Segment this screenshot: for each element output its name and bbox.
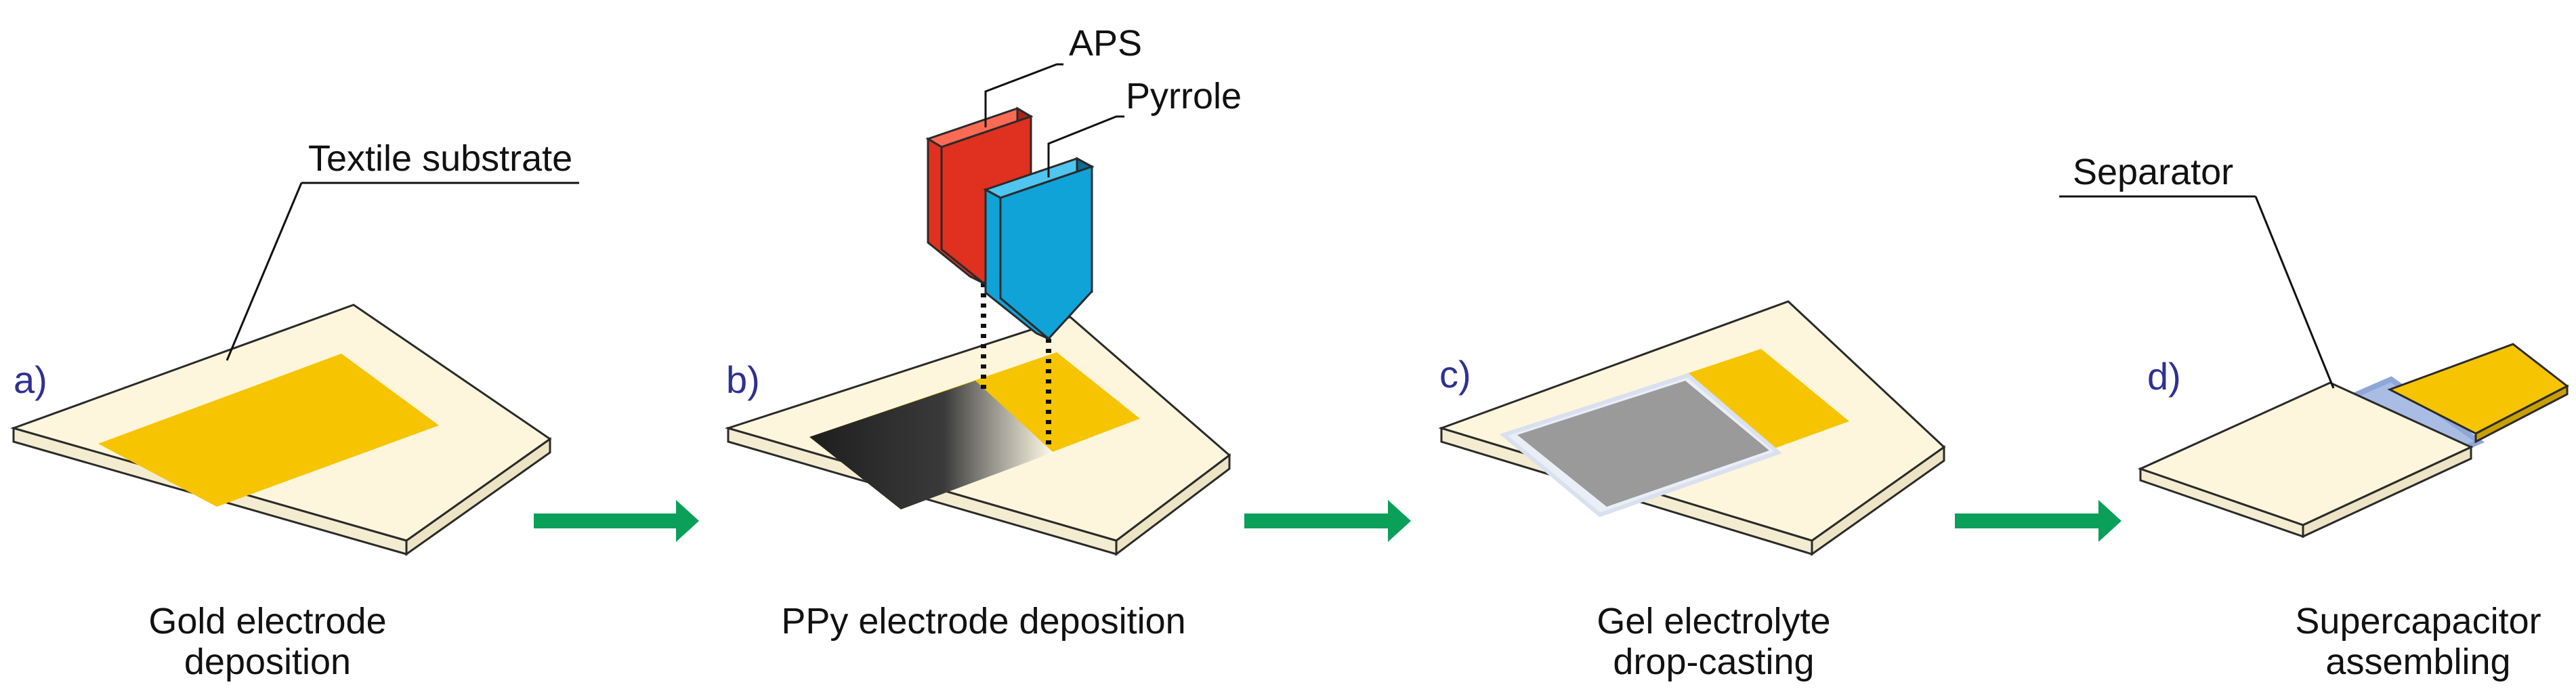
panel-d: Separator d) Supercapacitor assembling (2059, 152, 2569, 682)
arrow-right-icon (534, 500, 699, 542)
caption-d-line2: assembling (2325, 642, 2510, 682)
ppy-electrode-b (809, 381, 1053, 509)
label-aps: APS (1069, 23, 1142, 64)
step-tag-c: c) (1439, 353, 1471, 396)
caption-d-line1: Supercapacitor (2295, 601, 2541, 642)
arrow-right-icon (1955, 500, 2121, 542)
callout-line-pyrrole (1047, 115, 1124, 177)
label-pyrrole: Pyrrole (1126, 76, 1242, 117)
panel-a: Textile substrate a) Gold electrode depo… (10, 138, 579, 682)
step-tag-b: b) (726, 358, 760, 401)
callout-line-aps (984, 63, 1063, 127)
pyrrole-nozzle (983, 156, 1095, 341)
caption-a-line1: Gold electrode (148, 601, 386, 642)
caption-c-line1: Gel electrolyte (1597, 601, 1830, 642)
caption-c-line2: drop-casting (1613, 642, 1814, 682)
callout-line-textile (226, 182, 303, 361)
gold-electrode-a (98, 354, 439, 507)
label-separator: Separator (2073, 152, 2233, 192)
label-textile-substrate: Textile substrate (308, 138, 572, 179)
callout-line-separator (2254, 196, 2335, 389)
gold-electrode-d-side (2474, 384, 2569, 444)
caption-b-line1: PPy electrode deposition (781, 601, 1185, 642)
panel-b: APS Pyrrole b) PPy electrode deposition (724, 23, 1242, 642)
step-tag-d: d) (2147, 355, 2181, 398)
top-substrate-d (2137, 381, 2474, 526)
gel-electrolyte-c (1517, 381, 1769, 507)
caption-a-line2: deposition (184, 642, 351, 682)
step-tag-a: a) (14, 358, 47, 401)
panel-c: c) Gel electrolyte drop-casting (1438, 300, 1946, 682)
arrow-right-icon (1244, 500, 1411, 542)
